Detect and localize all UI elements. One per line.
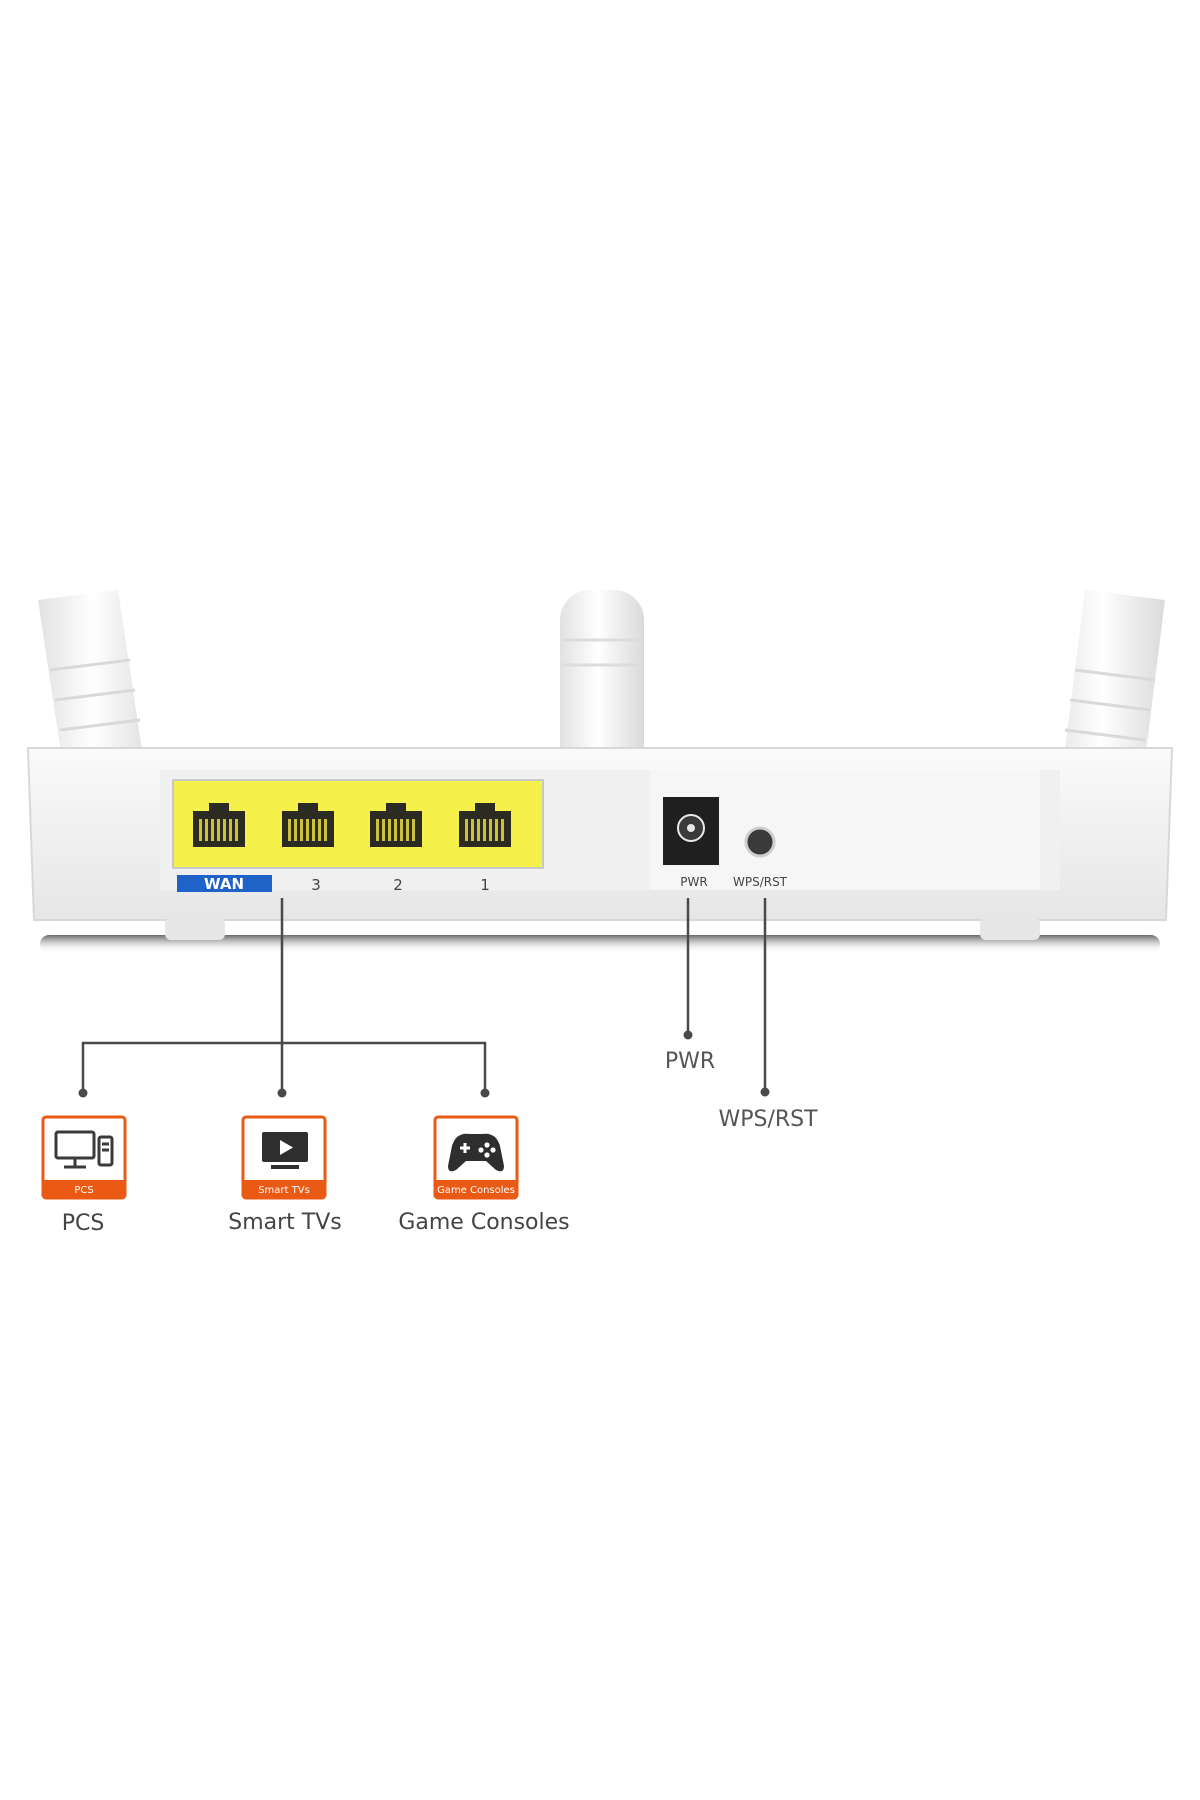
lan-label-1: 1 [480,876,490,894]
pcs-badge-text: PCS [74,1185,93,1196]
tv-connector-dot [277,1088,287,1098]
router-foot-left [165,918,225,940]
desktop-computer-icon [54,1130,114,1169]
router-foot-right [980,918,1040,940]
pwr-callout-label: PWR [665,1049,715,1074]
router-back-view: WAN 3 2 1 PWR WPS/RST [26,590,1174,953]
lan-label-2: 2 [393,876,403,894]
router-shadow [40,935,1160,953]
device-smart-tv: Smart TVs Smart TVs [228,1115,342,1235]
pwr-callout-dot [683,1030,693,1040]
ethernet-port-3 [272,793,344,855]
lan-label-3: 3 [311,876,321,894]
wps-reset-button [744,826,776,858]
smart-tv-icon [262,1132,308,1169]
wps-callout-label: WPS/RST [718,1107,818,1132]
console-badge-text: Game Consoles [437,1185,515,1196]
wan-label: WAN [204,875,244,893]
console-connector-dot [480,1088,490,1098]
ethernet-port-2 [360,793,432,855]
device-game-console: Game Consoles Game Consoles [398,1115,570,1235]
console-label: Game Consoles [398,1210,569,1235]
pcs-connector-dot [78,1088,88,1098]
ethernet-port-1 [449,793,521,855]
pcs-label: PCS [62,1211,105,1236]
tv-label: Smart TVs [228,1210,342,1235]
wan-label-bg [177,875,272,892]
ethernet-port-wan [183,793,255,855]
lan-branch-line [81,1041,487,1093]
wps-callout-dot [760,1087,770,1097]
tv-badge-text: Smart TVs [258,1185,310,1196]
wps-port-label: WPS/RST [733,875,788,889]
lan-connection-lines [81,898,487,1093]
game-controller-icon [448,1133,504,1172]
device-pcs: PCS PCS [41,1115,127,1236]
pwr-port-label: PWR [680,875,707,889]
